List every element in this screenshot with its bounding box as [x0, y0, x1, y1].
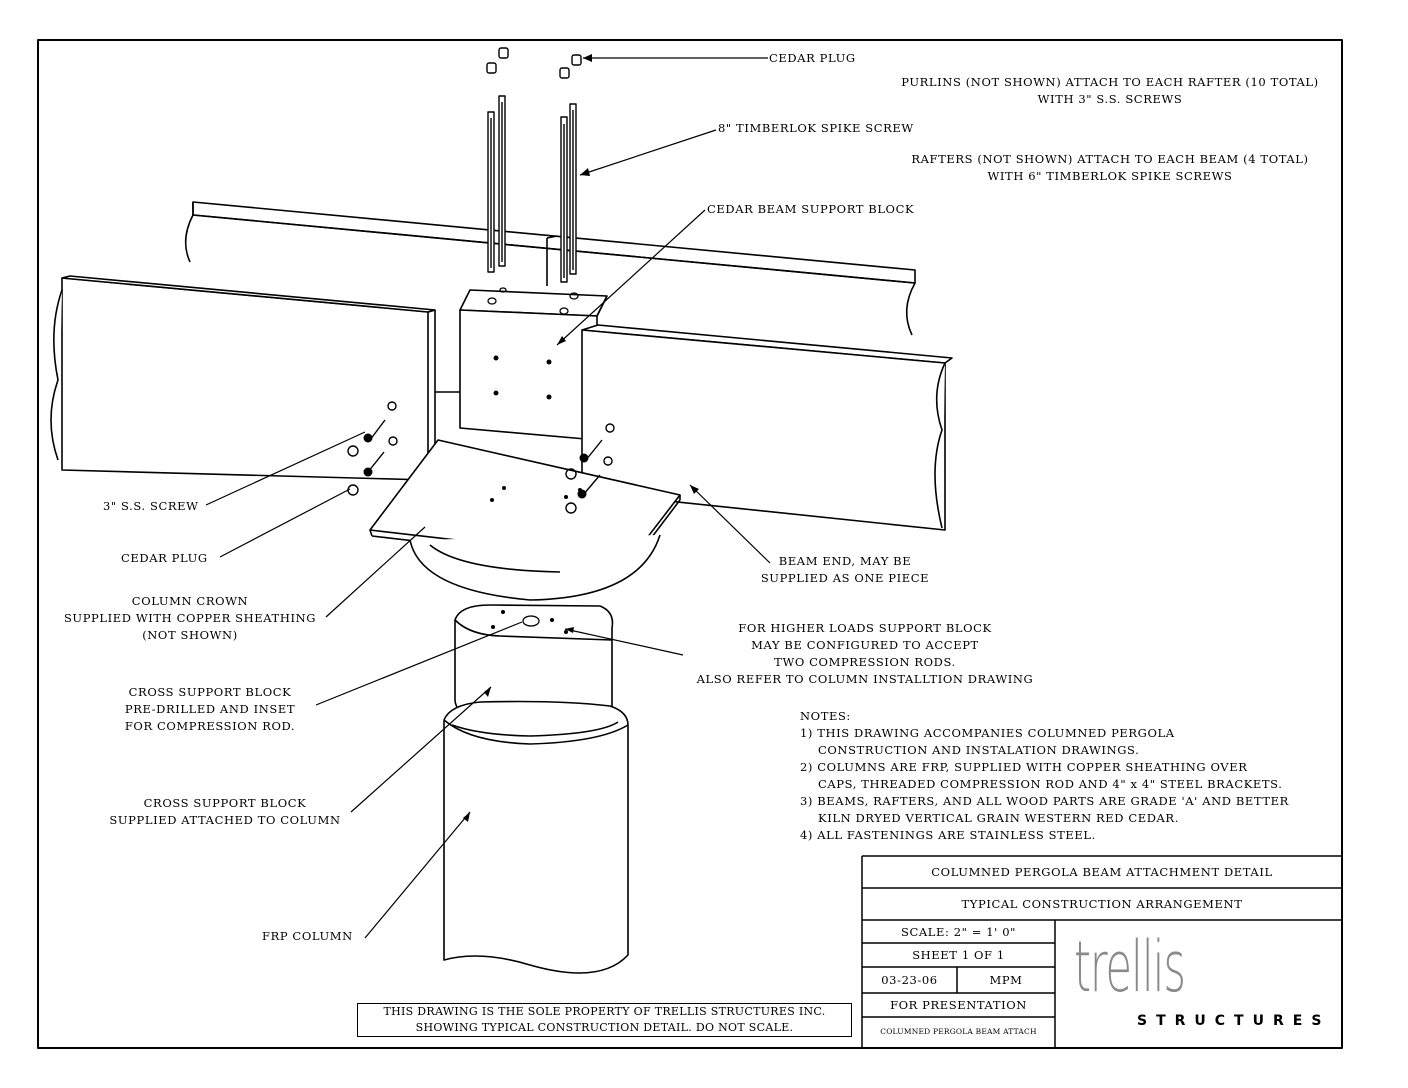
cedar-beam-support-block [459, 235, 608, 441]
note-4: 4) ALL FASTENINGS ARE STAINLESS STEEL. [800, 828, 1096, 842]
title-block-sheet: SHEET 1 OF 1 [912, 948, 1005, 962]
label-crown-line2: SUPPLIED WITH COPPER SHEATHING [63, 611, 317, 625]
title-block-scale: SCALE: 2" = 1' 0" [900, 924, 1017, 939]
label-crown-line3: (NOT SHOWN) [142, 628, 238, 642]
structures-logo-text: STRUCTURES [1137, 1013, 1331, 1029]
column-crown [409, 534, 661, 601]
fastener-dots [363, 355, 589, 634]
title-block-subtitle: TYPICAL CONSTRUCTION ARRANGEMENT [961, 897, 1243, 911]
back-beam [184, 201, 916, 336]
notes-heading: NOTES: [800, 709, 851, 723]
label-rafters-line1: RAFTERS (NOT SHOWN) ATTACH TO EACH BEAM … [911, 152, 1309, 166]
label-higher-line4: ALSO REFER TO COLUMN INSTALLTION DRAWING [696, 672, 1034, 686]
title-block-title: COLUMNED PERGOLA BEAM ATTACHMENT DETAIL [931, 865, 1273, 879]
label-crown-line1: COLUMN CROWN [131, 594, 249, 608]
title-block-status: FOR PRESENTATION [890, 998, 1027, 1012]
label-cross-line3: FOR COMPRESSION ROD. [124, 719, 296, 733]
label-rafters-line2: WITH 6" TIMBERLOK SPIKE SCREWS [987, 169, 1233, 183]
title-block [861, 855, 1342, 1048]
label-cross2-line2: SUPPLIED ATTACHED TO COLUMN [109, 813, 341, 827]
frp-column [443, 700, 629, 974]
label-higher-line3: TWO COMPRESSION RODS. [774, 655, 956, 669]
trellis-logo: trellis [1074, 926, 1186, 1008]
arrowheads [463, 54, 699, 822]
disclaimer-box: THIS DRAWING IS THE SOLE PROPERTY OF TRE… [357, 1003, 852, 1037]
note-3b: KILN DRYED VERTICAL GRAIN WESTERN RED CE… [818, 811, 1179, 825]
timberlok-spike-screws [487, 95, 577, 283]
label-cross2-line1: CROSS SUPPORT BLOCK [143, 796, 307, 810]
disclaimer-line2: SHOWING TYPICAL CONSTRUCTION DETAIL. DO … [415, 1021, 794, 1034]
label-beam-end-line1: BEAM END, MAY BE [778, 554, 912, 568]
title-block-date: 03-23-06 [881, 973, 938, 987]
label-beam-end-line2: SUPPLIED AS ONE PIECE [760, 571, 930, 585]
ss-screws [347, 401, 615, 514]
note-2a: 2) COLUMNS ARE FRP, SUPPLIED WITH COPPER… [800, 760, 1248, 774]
label-cedar-beam-block: CEDAR BEAM SUPPORT BLOCK [707, 202, 915, 216]
label-cross-line2: PRE-DRILLED AND INSET [124, 702, 296, 716]
label-cedar-plug-top: CEDAR PLUG [769, 51, 856, 65]
label-frp-column: FRP COLUMN [262, 929, 353, 943]
note-2b: CAPS, THREADED COMPRESSION ROD AND 4" x … [818, 777, 1283, 791]
right-beam [581, 324, 953, 531]
label-purlins-line2: WITH 3" S.S. SCREWS [1037, 92, 1183, 106]
label-timberlok: 8" TIMBERLOK SPIKE SCREW [718, 121, 914, 135]
title-block-file: COLUMNED PERGOLA BEAM ATTACH [880, 1026, 1037, 1036]
sheet-border [37, 39, 1343, 1049]
label-higher-line2: MAY BE CONFIGURED TO ACCEPT [751, 638, 979, 652]
label-cedar-plug-left: CEDAR PLUG [121, 551, 208, 565]
left-beam [50, 275, 436, 481]
cedar-plugs-top [486, 47, 582, 79]
label-cross-line1: CROSS SUPPORT BLOCK [128, 685, 292, 699]
label-ss-screw: 3" S.S. SCREW [103, 499, 199, 513]
note-1a: 1) THIS DRAWING ACCOMPANIES COLUMNED PER… [800, 726, 1175, 740]
note-1b: CONSTRUCTION AND INSTALATION DRAWINGS. [818, 743, 1140, 757]
label-higher-line1: FOR HIGHER LOADS SUPPORT BLOCK [738, 621, 992, 635]
disclaimer-line1: THIS DRAWING IS THE SOLE PROPERTY OF TRE… [383, 1005, 826, 1018]
label-purlins-line1: PURLINS (NOT SHOWN) ATTACH TO EACH RAFTE… [901, 75, 1319, 89]
title-block-drawn-by: MPM [989, 973, 1023, 987]
note-3a: 3) BEAMS, RAFTERS, AND ALL WOOD PARTS AR… [800, 794, 1289, 808]
leader-lines [205, 57, 771, 939]
